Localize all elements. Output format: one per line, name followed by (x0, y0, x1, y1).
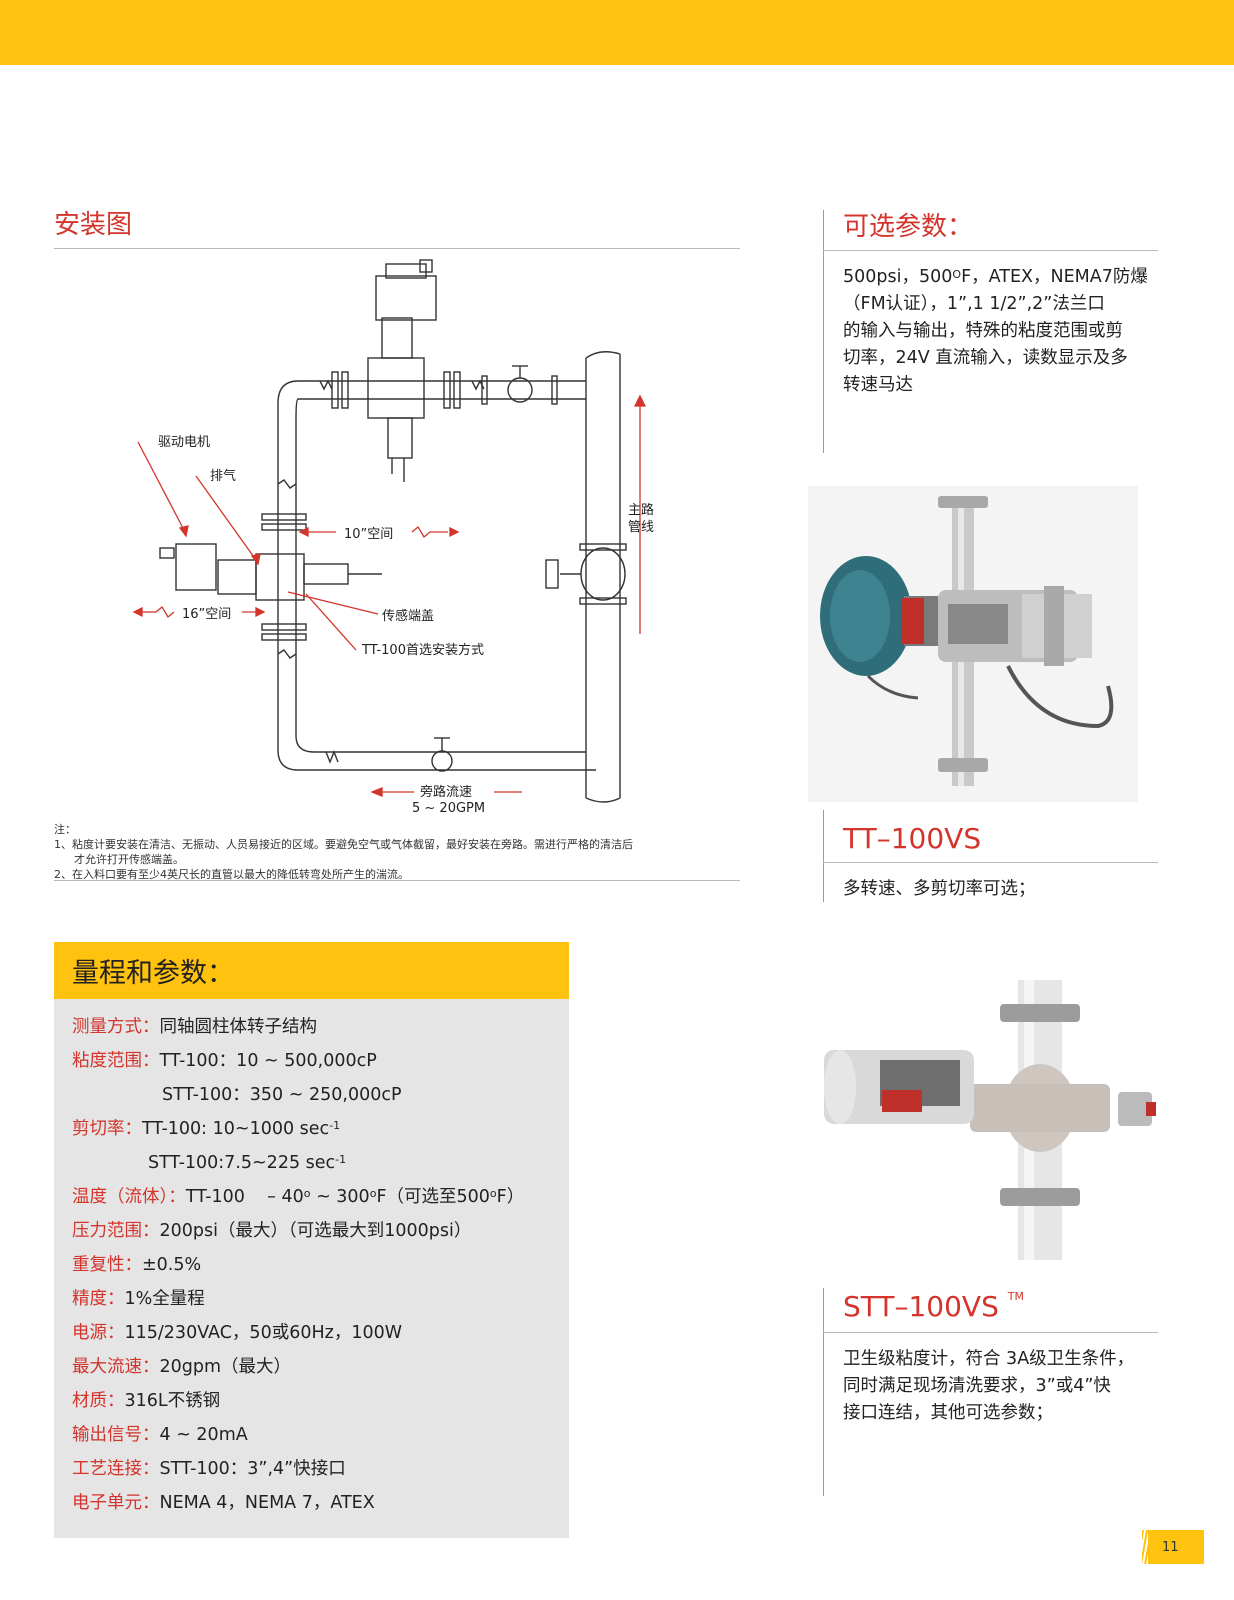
label-vent: 排气 (210, 468, 236, 484)
install-title-rule (54, 248, 740, 249)
options-rule (823, 250, 1158, 251)
install-title: 安装图 (54, 210, 133, 240)
stt100vs-desc: 卫生级粘度计，符合 3A级卫生条件， 同时满足现场清洗要求，3”或4”快 接口连… (843, 1349, 1135, 1423)
spec-row: 压力范围：200psi（最大）（可选最大到1000psi） (72, 1221, 472, 1241)
label-bypass-1: 旁路流速 (420, 784, 472, 800)
page-number: 11 (1148, 1530, 1204, 1564)
notes-line2: 2、在入料口要有至少4英尺长的直管以最大的降低转弯处所产生的湍流。 (54, 868, 409, 881)
options-title: 可选参数： (843, 212, 974, 242)
spec-row: 工艺连接：STT-100：3”,4”快接口 (72, 1459, 346, 1479)
spec-row: 材质：316L不锈钢 (72, 1391, 221, 1411)
spec-row: 剪切率：TT-100: 10~1000 sec-1 (72, 1119, 341, 1139)
stt100vs-photo (820, 980, 1160, 1260)
spec-row: 测量方式：同轴圆柱体转子结构 (72, 1017, 317, 1037)
label-space16: 16”空间 (182, 607, 231, 622)
tt-vrule (823, 810, 824, 902)
notes-line1b: 才允许打开传感端盖。 (74, 853, 184, 866)
spec-row: 电源：115/230VAC，50或60Hz，100W (72, 1323, 403, 1343)
label-main-line-1: 主路 (628, 502, 654, 518)
spec-row: STT-100:7.5~225 sec-1 (148, 1153, 347, 1173)
top-accent-bar (0, 0, 1234, 65)
install-notes: 注： 1、粘度计要安装在清洁、无振动、人员易接近的区域。要避免空气或气体截留，最… (54, 822, 744, 882)
label-motor: 驱动电机 (158, 435, 210, 450)
label-bypass-2: 5 ~ 20GPM (412, 801, 485, 816)
stt100vs-model: STT–100VS TM (843, 1290, 1024, 1323)
tt-rule (823, 862, 1158, 863)
options-vrule (823, 210, 824, 453)
options-text: 500psi，500OF，ATEX，NEMA7防爆 （FM认证），1”,1 1/… (843, 267, 1148, 395)
label-sensor-cap: 传感端盖 (382, 608, 434, 624)
spec-row: 最大流速：20gpm（最大） (72, 1357, 292, 1377)
stt-rule (823, 1332, 1158, 1333)
label-main-line-2: 管线 (628, 520, 654, 535)
spec-row: STT-100：350 ~ 250,000cP (162, 1085, 402, 1105)
spec-row: 精度：1%全量程 (72, 1289, 205, 1309)
spec-row: 重复性：±0.5% (72, 1255, 202, 1275)
notes-head: 注： (54, 823, 76, 836)
tt100vs-model: TT–100VS (843, 822, 982, 855)
spec-row: 电子单元：NEMA 4，NEMA 7，ATEX (72, 1493, 375, 1513)
spec-row: 粘度范围：TT-100：10 ~ 500,000cP (72, 1051, 377, 1071)
tt100vs-desc: 多转速、多剪切率可选； (843, 879, 1036, 899)
specs-panel: 量程和参数： 测量方式：同轴圆柱体转子结构 粘度范围：TT-100：10 ~ 5… (54, 942, 569, 1538)
spec-row: 输出信号：4 ~ 20mA (72, 1425, 248, 1445)
install-bottom-rule (54, 880, 740, 881)
specs-title: 量程和参数： (54, 942, 569, 999)
spec-row: 温度（流体）：TT-100 – 40o ~ 300oF（可选至500oF） (72, 1187, 525, 1207)
installation-diagram: 驱动电机 排气 10”空间 16”空间 主路 管线 传感端盖 TT-100首选安… (132, 259, 654, 816)
tt100vs-photo (808, 486, 1138, 802)
label-preferred: TT-100首选安装方式 (361, 642, 484, 658)
stt-vrule (823, 1288, 824, 1496)
notes-line1: 1、粘度计要安装在清洁、无振动、人员易接近的区域。要避免空气或气体截留，最好安装… (54, 838, 633, 851)
label-space10: 10”空间 (344, 527, 393, 542)
